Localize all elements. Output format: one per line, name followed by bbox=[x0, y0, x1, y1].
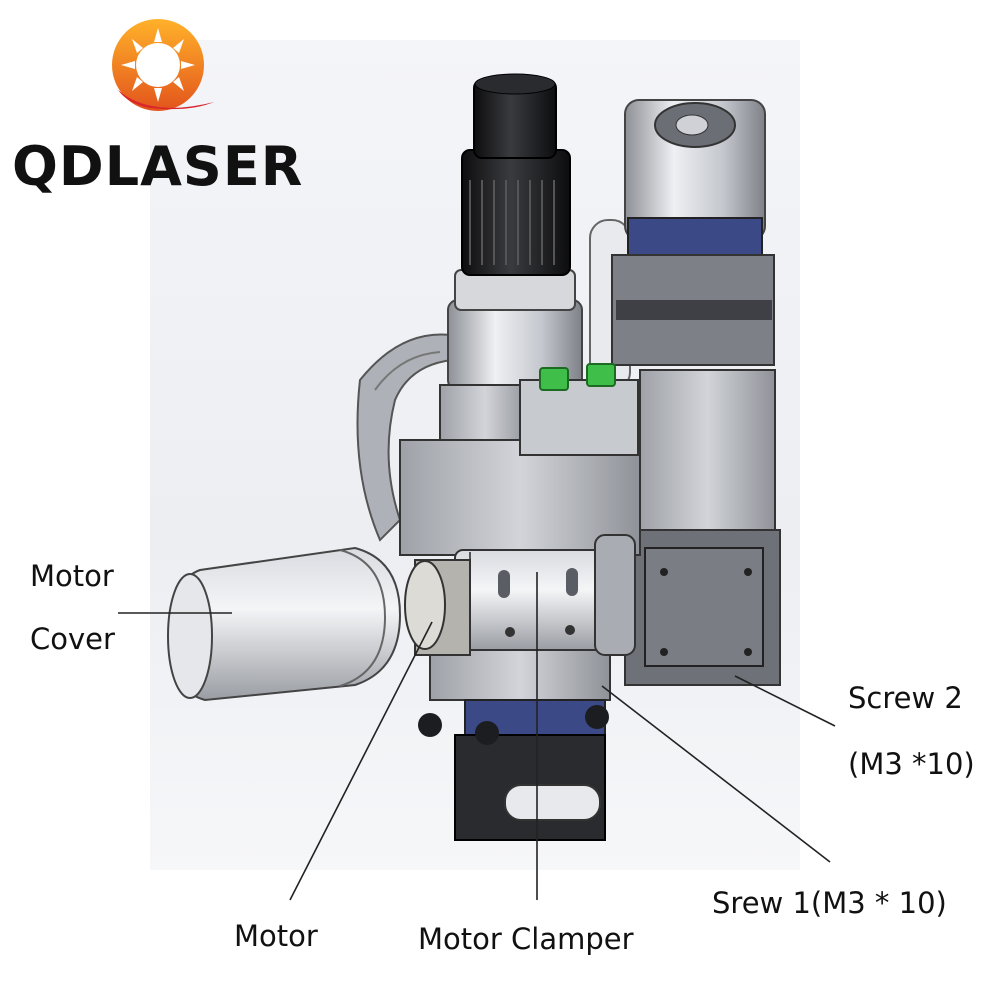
label-motor: Motor bbox=[234, 919, 318, 953]
motor bbox=[404, 559, 471, 656]
label-screw2-line1: Screw 2 bbox=[848, 681, 963, 715]
mounting-bracket bbox=[356, 333, 454, 542]
central-body bbox=[399, 363, 641, 841]
leader-motor bbox=[289, 621, 433, 901]
camera-lens bbox=[447, 73, 583, 391]
label-motor-cover-line2: Cover bbox=[30, 622, 115, 656]
motor-cover bbox=[167, 546, 402, 702]
motor-clamper bbox=[454, 534, 636, 656]
leader-screw-1 bbox=[601, 685, 831, 863]
label-motor-clamper: Motor Clamper bbox=[418, 922, 634, 956]
label-motor-cover-line1: Motor bbox=[30, 559, 114, 593]
label-screw2-line2: (M3 *10) bbox=[848, 747, 975, 781]
label-screw1: Srew 1(M3 * 10) bbox=[712, 886, 947, 920]
leader-screw-2 bbox=[734, 675, 836, 727]
right-module bbox=[589, 99, 781, 686]
logo-wordmark: QDLASER bbox=[12, 135, 304, 198]
qdlaser-logo-icon bbox=[112, 19, 214, 111]
leader-lines bbox=[118, 572, 836, 901]
